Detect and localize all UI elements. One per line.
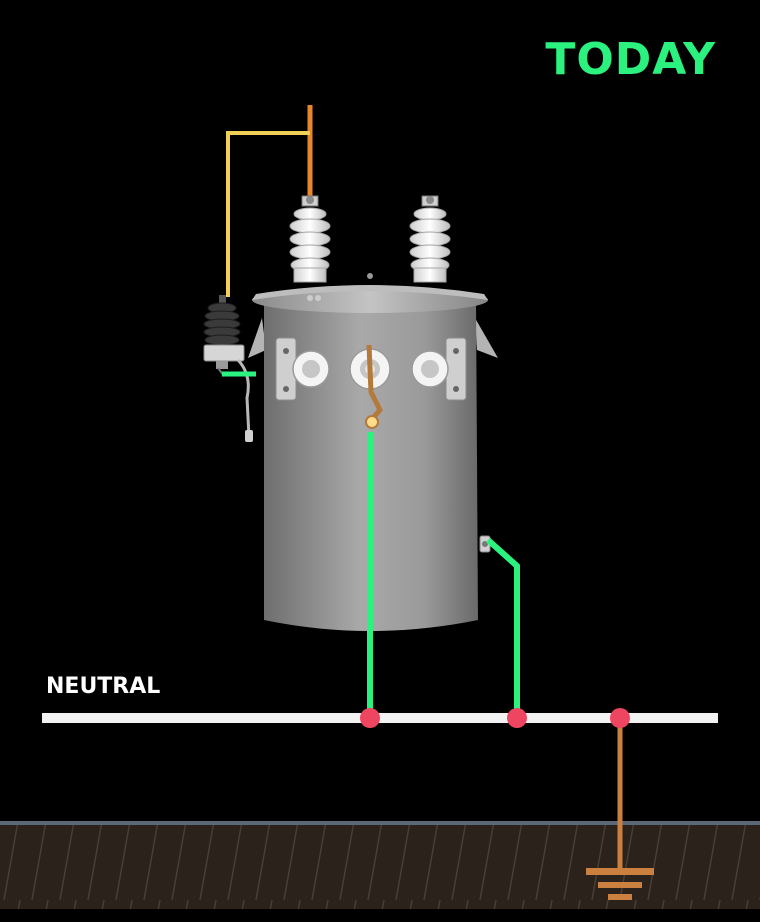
junction-point	[610, 708, 630, 728]
tank-ground-wire	[485, 537, 520, 718]
page-title: TODAY	[545, 34, 716, 85]
bushing-insulator-icon	[289, 195, 331, 283]
ground-symbol-icon	[586, 868, 654, 900]
junction-point	[360, 708, 380, 728]
soil-band	[0, 821, 760, 909]
neutral-label: NEUTRAL	[46, 674, 161, 699]
surge-arrester-icon	[203, 295, 253, 442]
bushing-insulator-icon	[409, 195, 451, 283]
arrester-lead-wire	[226, 131, 310, 297]
junction-point	[507, 708, 527, 728]
transformer-tank-icon	[248, 273, 498, 631]
